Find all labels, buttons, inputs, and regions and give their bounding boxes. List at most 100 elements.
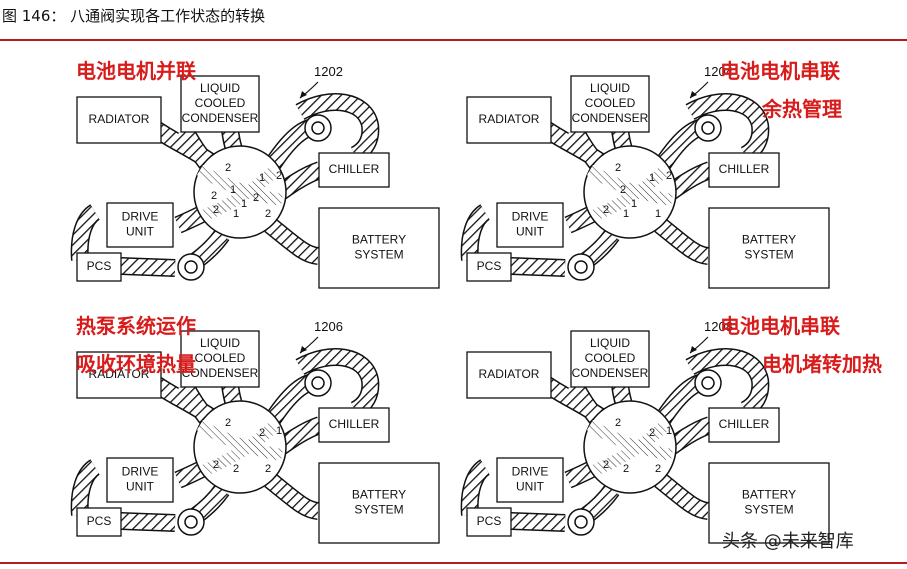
pump-loop bbox=[686, 94, 768, 162]
valve-port-number: 2 bbox=[225, 162, 231, 174]
pcs-box bbox=[466, 507, 512, 537]
reference-arrowhead bbox=[690, 346, 697, 353]
condenser-label: COOLED bbox=[585, 351, 636, 365]
condenser-label: COOLED bbox=[195, 96, 246, 110]
pcs-label: PCS bbox=[477, 514, 502, 528]
pcs-label: PCS bbox=[87, 259, 112, 273]
pump-loop bbox=[686, 349, 768, 417]
radiator-box bbox=[76, 96, 162, 144]
valve-port-number: 2 bbox=[603, 459, 609, 471]
mode-annotation: 电机堵转加热 bbox=[762, 352, 882, 376]
valve-port-number: 2 bbox=[265, 463, 271, 475]
pump-loop bbox=[296, 94, 378, 162]
coolant-pipe bbox=[265, 474, 320, 519]
radiator-box bbox=[466, 96, 552, 144]
mode-annotation: 余热管理 bbox=[761, 97, 842, 121]
radiator-label: RADIATOR bbox=[479, 112, 540, 126]
pcs-label: PCS bbox=[477, 259, 502, 273]
drive-unit-label: DRIVE bbox=[512, 210, 549, 224]
valve-port-number: 1 bbox=[649, 172, 655, 184]
radiator-label: RADIATOR bbox=[89, 112, 150, 126]
pump-icon-core bbox=[311, 376, 325, 390]
battery-system-label: BATTERY bbox=[742, 233, 796, 247]
battery-system-label: BATTERY bbox=[352, 233, 406, 247]
battery-system-label: SYSTEM bbox=[744, 248, 793, 262]
pump-icon-core bbox=[184, 515, 198, 529]
valve-port-number: 2 bbox=[253, 192, 259, 204]
drive-unit-label: UNIT bbox=[516, 225, 545, 239]
drive-unit-label: UNIT bbox=[126, 480, 155, 494]
valve-port-number: 1 bbox=[666, 425, 672, 437]
drive-unit-label: UNIT bbox=[516, 480, 545, 494]
coolant-pipe bbox=[265, 219, 320, 264]
mode-annotation: 热泵系统运作 bbox=[76, 314, 196, 338]
coolant-pipe bbox=[655, 474, 710, 519]
valve-port-number: 1 bbox=[230, 184, 236, 196]
condenser-box bbox=[570, 330, 650, 388]
pump-icon-core bbox=[701, 121, 715, 135]
chiller-box bbox=[318, 407, 390, 443]
battery-system-box bbox=[708, 462, 830, 544]
radiator-box bbox=[466, 351, 552, 399]
radiator-box bbox=[76, 351, 162, 399]
chiller-box bbox=[708, 407, 780, 443]
drive-unit-label: UNIT bbox=[126, 225, 155, 239]
panel-1204: RADIATORLIQUIDCOOLEDCONDENSERCHILLERDRIV… bbox=[460, 59, 842, 289]
reference-arrowhead bbox=[300, 346, 307, 353]
condenser-label: CONDENSER bbox=[572, 111, 649, 125]
drive-unit-box bbox=[496, 202, 564, 248]
bottom-rule bbox=[0, 562, 907, 564]
chiller-box bbox=[708, 152, 780, 188]
pump-icon-core bbox=[574, 260, 588, 274]
valve-port-number: 2 bbox=[213, 204, 219, 216]
battery-system-label: BATTERY bbox=[352, 488, 406, 502]
valve-port-number: 2 bbox=[623, 463, 629, 475]
figure-reference-number: 1208 bbox=[704, 319, 733, 334]
watermark: 头条 @未来智库 bbox=[722, 531, 854, 552]
reference-arrowhead bbox=[690, 91, 697, 98]
valve-channel bbox=[202, 165, 280, 221]
figure-reference-number: 1204 bbox=[704, 64, 733, 79]
panel-1208: RADIATORLIQUIDCOOLEDCONDENSERCHILLERDRIV… bbox=[460, 314, 882, 544]
condenser-label: COOLED bbox=[195, 351, 246, 365]
valve-channel bbox=[592, 165, 670, 221]
battery-system-box bbox=[318, 207, 440, 289]
drive-unit-label: DRIVE bbox=[512, 465, 549, 479]
figure-caption: 图 146： 八通阀实现各工作状态的转换 bbox=[2, 7, 266, 25]
pcs-box bbox=[76, 252, 122, 282]
valve-port-number: 2 bbox=[225, 417, 231, 429]
battery-system-label: SYSTEM bbox=[744, 503, 793, 517]
valve-port-number: 1 bbox=[259, 172, 265, 184]
battery-system-label: SYSTEM bbox=[354, 503, 403, 517]
valve-port-number: 2 bbox=[211, 190, 217, 202]
condenser-label: CONDENSER bbox=[572, 366, 649, 380]
panel-1202: RADIATORLIQUIDCOOLEDCONDENSERCHILLERDRIV… bbox=[70, 59, 440, 289]
condenser-label: CONDENSER bbox=[182, 366, 259, 380]
valve-port-number: 2 bbox=[655, 463, 661, 475]
valve-port-number: 1 bbox=[276, 425, 282, 437]
valve-channel bbox=[202, 420, 280, 476]
valve-channel bbox=[586, 164, 673, 206]
coolant-pipe bbox=[655, 219, 710, 264]
top-rule bbox=[0, 39, 907, 41]
drive-unit-box bbox=[106, 457, 174, 503]
valve-port-number: 2 bbox=[265, 208, 271, 220]
condenser-label: LIQUID bbox=[200, 336, 240, 350]
drive-unit-label: DRIVE bbox=[122, 210, 159, 224]
condenser-label: COOLED bbox=[585, 96, 636, 110]
battery-system-box bbox=[708, 207, 830, 289]
drive-unit-box bbox=[106, 202, 174, 248]
battery-system-box bbox=[318, 462, 440, 544]
chiller-label: CHILLER bbox=[719, 417, 770, 431]
valve-port-number: 2 bbox=[213, 459, 219, 471]
mode-annotation: 电池电机串联 bbox=[720, 59, 840, 83]
chiller-label: CHILLER bbox=[329, 162, 380, 176]
battery-system-label: SYSTEM bbox=[354, 248, 403, 262]
mode-annotation: 电池电机并联 bbox=[76, 59, 196, 83]
pump-icon-core bbox=[184, 260, 198, 274]
valve-channel bbox=[196, 164, 283, 206]
reference-arrowhead bbox=[300, 91, 307, 98]
pcs-box bbox=[466, 252, 512, 282]
valve-port-number: 2 bbox=[615, 417, 621, 429]
mode-annotation: 电池电机串联 bbox=[720, 314, 840, 338]
